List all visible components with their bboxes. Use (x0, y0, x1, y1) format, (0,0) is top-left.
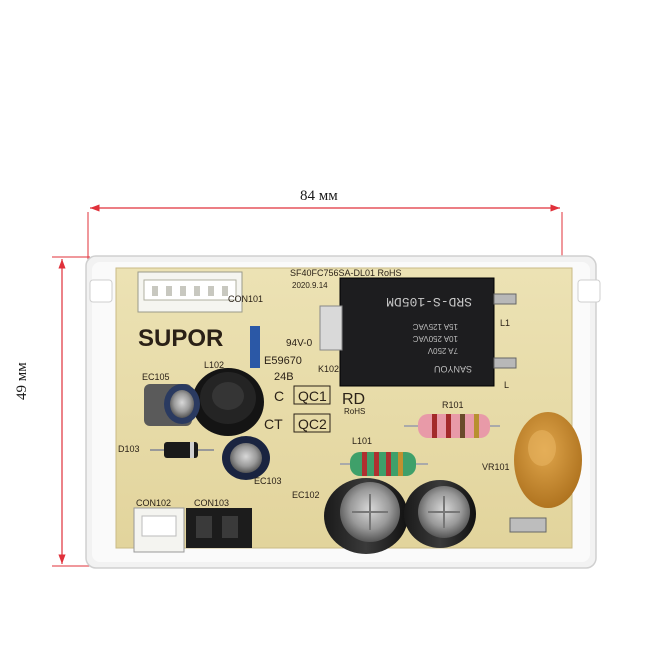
height-dimension-label: 49 мм (14, 362, 30, 400)
label-l101: L101 (352, 436, 372, 446)
height-dimension (52, 256, 90, 567)
label-cert: E59670 (264, 355, 302, 367)
connector-con102 (133, 507, 185, 553)
label-date: 2020.9.14 (292, 281, 328, 290)
blue-film-capacitor (250, 326, 260, 368)
relay-spec-2: 10A 250VAC (413, 334, 458, 343)
label-rohs: RoHS (344, 407, 365, 416)
label-ec105: EC105 (142, 372, 170, 382)
inductor-l101 (340, 452, 428, 476)
connector-con101 (137, 271, 243, 313)
label-qc2: QC2 (298, 416, 327, 432)
diode-d103 (150, 442, 214, 458)
box-qc1 (293, 385, 331, 405)
capacitor-ec103 (222, 436, 270, 480)
label-l: L (504, 380, 509, 390)
capacitor-ec102-right (404, 480, 476, 548)
label-code: 24B (274, 371, 294, 383)
label-model-code: SF40FC756SA-DL01 RoHS (290, 268, 402, 278)
varistor-vr101 (514, 412, 582, 508)
label-vr101: VR101 (482, 462, 510, 472)
label-rating: 94V-0 (286, 338, 313, 349)
label-ct: CT (264, 416, 283, 432)
brand-supor: SUPOR (138, 325, 223, 352)
label-c: C (274, 388, 284, 404)
relay-model: SRD-S-105DM (386, 294, 472, 309)
relay-k102: SRD-S-105DM 15A 125VAC 10A 250VAC 7A 250… (319, 277, 517, 387)
width-dimension-label: 84 мм (300, 188, 338, 204)
inductor-l102 (192, 368, 264, 436)
label-l1: L1 (500, 318, 510, 328)
label-con102: CON102 (136, 498, 171, 508)
label-con101: CON101 (228, 294, 263, 304)
label-l102: L102 (204, 360, 224, 370)
terminal-right (509, 517, 547, 533)
label-ec102: EC102 (292, 490, 320, 500)
label-d103: D103 (118, 444, 140, 454)
relay-brand: SANYOU (434, 364, 472, 374)
relay-spec-3: 7A 250V (427, 346, 458, 355)
label-con103: CON103 (194, 498, 229, 508)
label-rd: RD (342, 391, 365, 408)
label-k102: K102 (318, 364, 339, 374)
connector-con103 (186, 508, 252, 548)
capacitor-ec102-left (324, 478, 408, 554)
width-dimension (87, 204, 563, 262)
label-qc1: QC1 (298, 388, 327, 404)
box-qc2 (293, 413, 331, 433)
label-ec103: EC103 (254, 476, 282, 486)
capacitor-ec105 (144, 384, 200, 426)
relay-spec-1: 15A 125VAC (413, 322, 458, 331)
label-r101: R101 (442, 400, 464, 410)
resistor-r101 (404, 414, 500, 438)
